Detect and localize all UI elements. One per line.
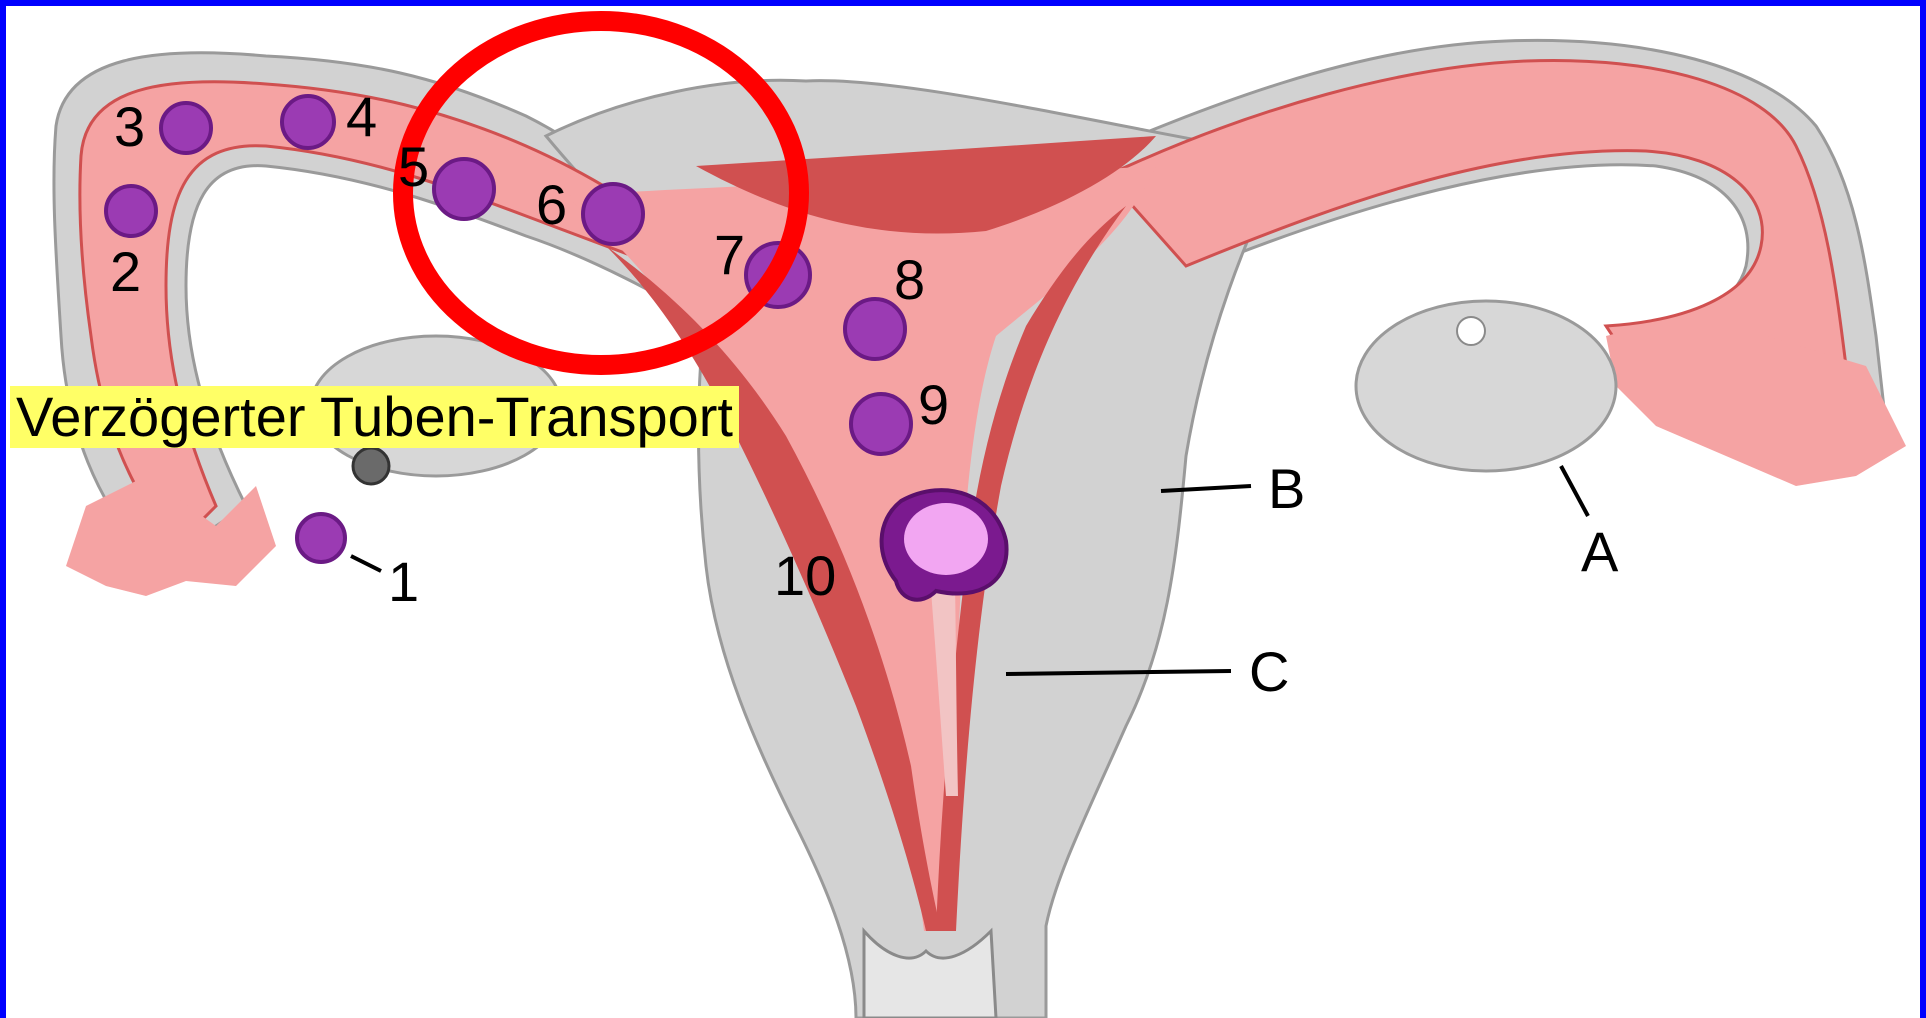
follicle-icon — [353, 448, 389, 484]
embryo-stage-icon — [161, 103, 211, 153]
embryo-stage-icon — [297, 514, 345, 562]
leader-line-stage-1 — [351, 556, 381, 571]
stage-label-5: 5 — [398, 135, 429, 198]
stage-label-9: 9 — [918, 373, 949, 436]
uterus-diagram: 1 2 3 4 5 6 7 8 9 10 A B C — [6, 6, 1920, 1018]
structure-labels: A B C — [1249, 457, 1619, 703]
embryo-stage-icon — [282, 96, 334, 148]
embryo-stage-icon — [851, 394, 911, 454]
stage-label-6: 6 — [536, 173, 567, 236]
structure-label-b: B — [1268, 457, 1305, 520]
leader-line-a — [1561, 466, 1588, 516]
embryo-stage-icon — [106, 186, 156, 236]
caption-banner: Verzögerter Tuben-Transport — [10, 386, 739, 448]
embryo-stage-icon — [583, 184, 643, 244]
stage-label-7: 7 — [714, 223, 745, 286]
structure-label-c: C — [1249, 640, 1289, 703]
stage-label-1: 1 — [388, 550, 419, 613]
ovary-icon — [1457, 317, 1485, 345]
stage-label-10: 10 — [774, 544, 836, 607]
blastocyst-cavity — [904, 503, 988, 575]
structure-label-a: A — [1581, 520, 1619, 583]
stage-label-2: 2 — [110, 240, 141, 303]
embryo-stage-icon — [434, 159, 494, 219]
stage-label-8: 8 — [894, 248, 925, 311]
diagram-frame: 1 2 3 4 5 6 7 8 9 10 A B C Verzögerter T… — [6, 6, 1920, 1018]
stage-label-3: 3 — [114, 95, 145, 158]
right-ovary — [1356, 301, 1616, 471]
stage-label-4: 4 — [346, 85, 377, 148]
left-fimbriae — [66, 476, 276, 596]
